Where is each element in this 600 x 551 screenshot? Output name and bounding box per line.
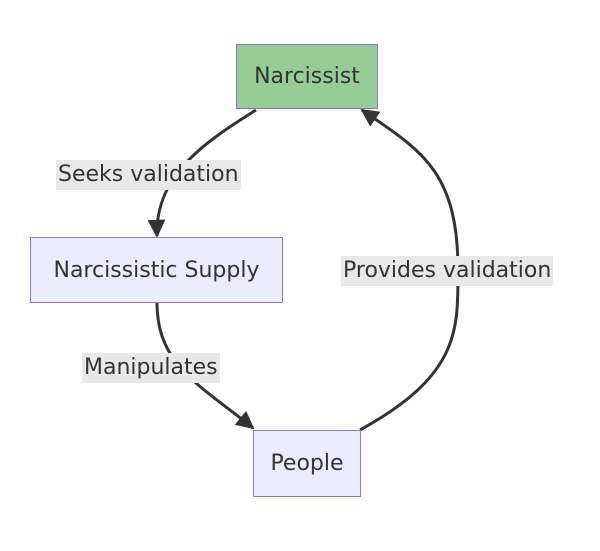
node-narcissistic-supply: Narcissistic Supply xyxy=(30,237,283,303)
edge-label-provides-validation: Provides validation xyxy=(341,256,554,286)
node-people-label: People xyxy=(270,451,344,476)
node-narcissistic-supply-label: Narcissistic Supply xyxy=(53,257,260,283)
edge-label-seeks-validation: Seeks validation xyxy=(56,160,241,190)
node-narcissist-label: Narcissist xyxy=(254,64,360,89)
node-people: People xyxy=(253,430,361,497)
node-narcissist: Narcissist xyxy=(236,44,378,109)
edge-label-manipulates: Manipulates xyxy=(82,353,220,383)
